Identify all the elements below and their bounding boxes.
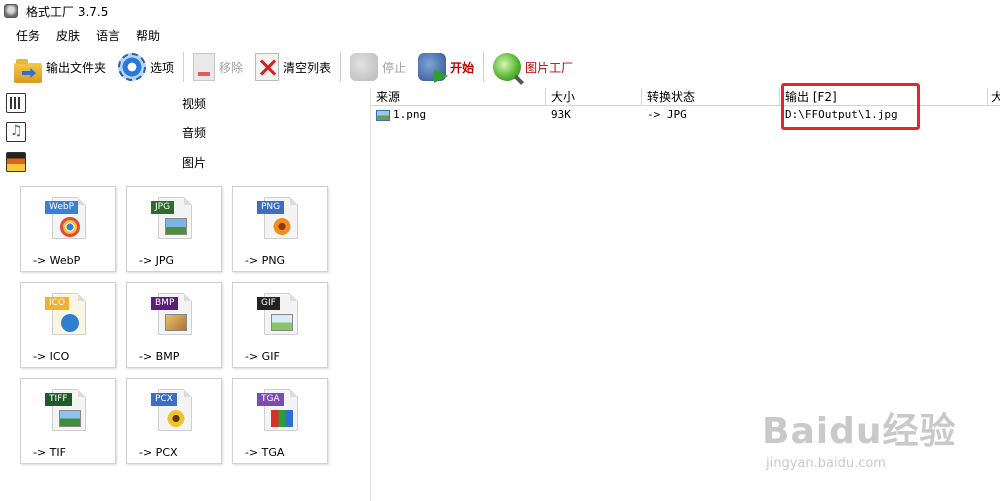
picture-factory-label: 图片工厂: [525, 60, 574, 75]
category-audio[interactable]: 音频: [0, 119, 368, 145]
paint-icon: [165, 314, 187, 331]
watermark: Baidu经验 jingyan.baidu.com: [762, 402, 994, 471]
picture-factory-button[interactable]: 图片工厂: [487, 49, 579, 85]
remove-icon: [193, 53, 216, 81]
table-header: 来源 大小 转换状态 输出 [F2] 大: [371, 88, 1000, 106]
row-source: 1.png: [376, 106, 426, 124]
format-tile-jpg[interactable]: JPG -> JPG: [126, 186, 222, 272]
format-label: -> GIF: [245, 350, 280, 363]
output-folder-button[interactable]: 输出文件夹: [8, 49, 112, 85]
format-label: -> TIF: [33, 446, 66, 459]
format-label: -> TGA: [245, 446, 285, 459]
category-video-label: 视频: [182, 96, 207, 111]
row-source-text: 1.png: [393, 108, 427, 121]
format-tag: TGA: [257, 393, 284, 406]
menu-bar: 任务 皮肤 语言 帮助: [0, 24, 166, 46]
format-label: -> PCX: [139, 446, 178, 459]
menu-task[interactable]: 任务: [16, 28, 41, 43]
clear-list-icon: [255, 53, 280, 81]
options-button[interactable]: 选项: [112, 49, 180, 85]
image-file-icon: [376, 109, 390, 121]
format-tag: TIFF: [45, 393, 72, 406]
format-tile-png[interactable]: PNG -> PNG: [232, 186, 328, 272]
menu-help[interactable]: 帮助: [136, 28, 161, 43]
clear-list-label: 清空列表: [283, 60, 332, 75]
sunflower-icon: [165, 410, 187, 427]
start-label: 开始: [450, 60, 475, 75]
music-note-icon: [6, 122, 26, 142]
watermark-url: jingyan.baidu.com: [766, 456, 886, 471]
col-source-header[interactable]: 来源: [371, 88, 546, 106]
stop-icon: [350, 53, 379, 81]
format-tile-gif[interactable]: GIF -> GIF: [232, 282, 328, 368]
info-icon: [61, 314, 79, 332]
category-audio-label: 音频: [182, 125, 207, 140]
format-tile-tga[interactable]: TGA -> TGA: [232, 378, 328, 464]
picture-icon: [6, 152, 26, 172]
toolbar-divider: [483, 52, 485, 82]
app-icon: [4, 4, 18, 18]
highlight-box: [781, 83, 920, 130]
landscape-icon: [165, 218, 187, 235]
format-label: -> BMP: [139, 350, 180, 363]
clear-list-button[interactable]: 清空列表: [249, 49, 337, 85]
row-size: 93K: [551, 108, 571, 121]
stop-button[interactable]: 停止: [344, 49, 412, 85]
col-extra-header[interactable]: 大: [991, 90, 1000, 104]
folder-icon: [14, 59, 42, 83]
stop-label: 停止: [382, 60, 407, 75]
table-row[interactable]: 1.png 93K -> JPG D:\FFOutput\1.jpg: [371, 106, 1000, 124]
col-size-header[interactable]: 大小: [546, 88, 642, 106]
toolbar-divider: [340, 52, 342, 82]
format-label: -> WebP: [33, 254, 81, 267]
format-tag: BMP: [151, 297, 179, 310]
watermark-brand: Baidu经验: [762, 411, 957, 452]
category-panel: 视频 音频 图片 WebP -> WebP JPG -> JPG PNG -> …: [0, 88, 368, 501]
format-tile-ico[interactable]: ICO -> ICO: [20, 282, 116, 368]
magnifier-icon: [493, 53, 522, 81]
format-tile-pcx[interactable]: PCX -> PCX: [126, 378, 222, 464]
format-tag: PNG: [257, 201, 285, 214]
chrome-icon: [60, 217, 80, 237]
row-status: -> JPG: [647, 108, 687, 121]
window-title: 格式工厂 3.7.5: [26, 4, 109, 19]
format-tag: JPG: [151, 201, 175, 214]
col-status-header[interactable]: 转换状态: [642, 88, 780, 106]
format-tag: WebP: [45, 201, 79, 214]
task-list-panel: 来源 大小 转换状态 输出 [F2] 大 1.png 93K -> JPG D:…: [370, 83, 1000, 501]
image-icon: [271, 314, 293, 331]
remove-label: 移除: [219, 60, 244, 75]
output-folder-label: 输出文件夹: [46, 60, 107, 75]
category-picture-label: 图片: [182, 155, 207, 170]
title-bar: 格式工厂 3.7.5: [0, 0, 1000, 22]
format-label: -> PNG: [245, 254, 286, 267]
format-tag: GIF: [257, 297, 280, 310]
flower-icon: [271, 218, 293, 235]
category-picture[interactable]: 图片: [0, 149, 368, 175]
format-tile-webp[interactable]: WebP -> WebP: [20, 186, 116, 272]
film-icon: [6, 93, 26, 113]
menu-language[interactable]: 语言: [96, 28, 121, 43]
category-video[interactable]: 视频: [0, 90, 368, 116]
format-tile-bmp[interactable]: BMP -> BMP: [126, 282, 222, 368]
options-gear-icon: [118, 53, 147, 81]
col-output-header[interactable]: 输出 [F2]: [780, 88, 988, 106]
start-icon: [418, 53, 447, 81]
shapes-icon: [271, 410, 293, 427]
menu-skin[interactable]: 皮肤: [56, 28, 81, 43]
options-label: 选项: [150, 60, 175, 75]
landscape-icon: [59, 410, 81, 427]
toolbar-divider: [183, 52, 185, 82]
format-label: -> ICO: [33, 350, 70, 363]
remove-button[interactable]: 移除: [187, 49, 249, 85]
format-label: -> JPG: [139, 254, 175, 267]
toolbar: 输出文件夹 选项 移除 清空列表 停止 开始 图片工厂: [0, 47, 1000, 87]
format-tile-tif[interactable]: TIFF -> TIF: [20, 378, 116, 464]
row-output: D:\FFOutput\1.jpg: [785, 108, 898, 121]
format-tag: PCX: [151, 393, 177, 406]
start-button[interactable]: 开始: [412, 49, 480, 85]
format-tag: ICO: [45, 297, 70, 310]
